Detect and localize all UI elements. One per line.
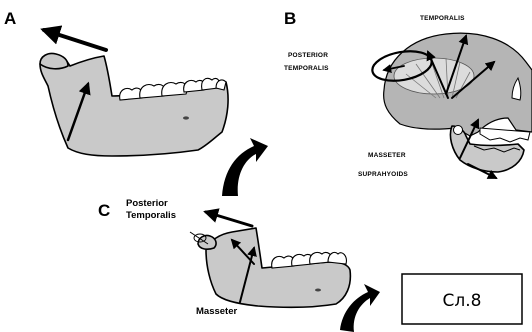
- mental-foramen-a: [183, 116, 189, 119]
- tmj-b: [454, 126, 463, 135]
- label-c-temporalis: Temporalis: [126, 210, 176, 221]
- rotation-arrow-a: [222, 138, 268, 196]
- panel-a-letter: A: [4, 9, 16, 28]
- label-b-temporalis: TEMPORALIS: [420, 15, 465, 22]
- label-c-posterior: Posterior: [126, 198, 168, 209]
- mental-foramen-c: [315, 289, 321, 292]
- label-b-posterior: POSTERIOR: [288, 52, 328, 59]
- slide-label-box: Сл.8: [402, 274, 522, 324]
- panel-c: C Posterior Temporalis Masseter: [98, 198, 380, 332]
- arrow-c-posterior-temporalis: [206, 212, 252, 226]
- label-b-posterior-temporalis: TEMPORALIS: [284, 65, 329, 72]
- slide-label: Сл.8: [443, 291, 482, 311]
- panel-b: B POSTERIOR TEMPORALIS TEMPORALIS MASSET…: [284, 9, 532, 178]
- label-b-suprahyoids: SUPRAHYOIDS: [358, 171, 408, 178]
- label-c-masseter: Masseter: [196, 306, 237, 317]
- panel-b-letter: B: [284, 9, 296, 28]
- panel-a: A: [4, 9, 268, 196]
- arrow-a-posterior: [44, 30, 106, 50]
- mandible-c: [198, 228, 350, 307]
- label-b-masseter: MASSETER: [368, 152, 406, 159]
- panel-c-letter: C: [98, 201, 110, 220]
